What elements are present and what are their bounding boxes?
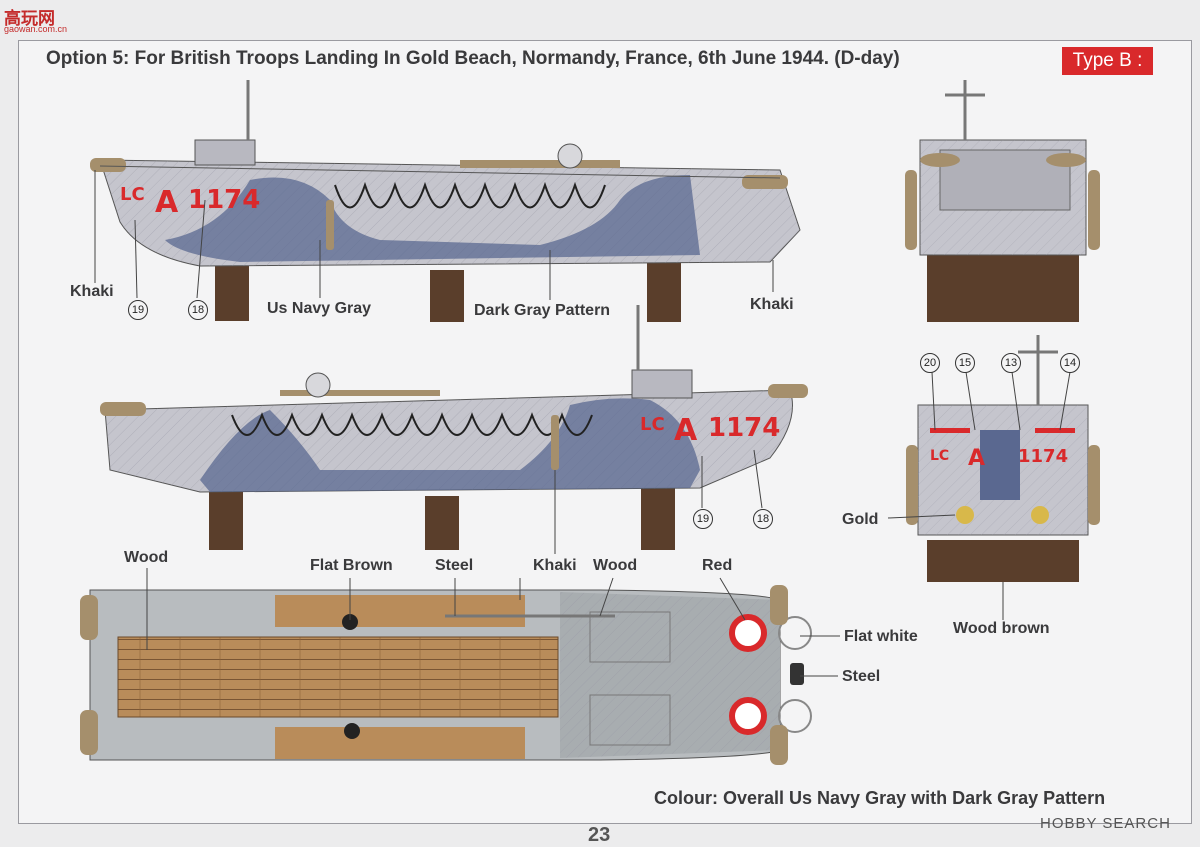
watermark: HOBBY SEARCH [1040, 815, 1171, 832]
front-view [905, 80, 1100, 322]
hull-number-text: 1174 [188, 185, 260, 215]
callout-14: 14 [1060, 353, 1080, 373]
label-wood-left: Wood [124, 549, 169, 566]
hull-letter-text: A [674, 413, 698, 448]
stand-block [425, 496, 459, 550]
page-title: Option 5: For British Troops Landing In … [46, 48, 900, 69]
type-badge: Type B : [1062, 47, 1153, 75]
stand-block [209, 482, 243, 550]
hull-number-text: 1174 [708, 413, 780, 443]
hull-number-text: 1174 [1018, 446, 1068, 467]
hull-letter-text: A [968, 446, 985, 471]
label-khaki-left: Khaki [70, 283, 114, 300]
label-wood-brown: Wood brown [953, 620, 1050, 637]
site-logo: 高玩网 [4, 9, 55, 28]
label-khaki-mid: Khaki [533, 557, 577, 574]
hull-prefix-text: LC [640, 414, 665, 435]
stand-block [647, 258, 681, 322]
label-dark-gray-pattern: Dark Gray Pattern [474, 302, 611, 319]
hull-letter-text: A [155, 185, 179, 220]
label-red: Red [702, 557, 733, 574]
callout-19: 19 [693, 509, 713, 529]
colour-caption: Colour: Overall Us Navy Gray with Dark G… [654, 788, 1106, 808]
callout-19: 19 [128, 300, 148, 320]
label-us-navy-gray: Us Navy Gray [267, 300, 372, 317]
leader-lines [94, 170, 1071, 677]
hull-prefix-text: LC [930, 448, 949, 464]
callout-18: 18 [188, 300, 208, 320]
callout-15: 15 [955, 353, 975, 373]
stand-block [430, 270, 464, 322]
label-khaki-right: Khaki [750, 296, 794, 313]
top-view [80, 585, 812, 765]
callout-13: 13 [1001, 353, 1021, 373]
label-flat-white: Flat white [844, 628, 918, 645]
label-steel-right: Steel [842, 668, 881, 685]
label-gold: Gold [842, 511, 879, 528]
side-view-starboard: LC A 1174 [90, 80, 801, 322]
rear-view: LC A 1174 [906, 335, 1100, 582]
side-view-port: LC A 1174 [100, 305, 808, 550]
stand-block [641, 482, 675, 550]
site-logo-subtitle: gaowan.com.cn [4, 24, 68, 34]
label-wood-right: Wood [593, 557, 638, 574]
page-number: 23 [588, 824, 611, 846]
callout-20: 20 [920, 353, 940, 373]
callout-18: 18 [753, 509, 773, 529]
label-flat-brown: Flat Brown [310, 557, 393, 574]
hull-prefix-text: LC [120, 184, 145, 205]
label-steel-top: Steel [435, 557, 474, 574]
